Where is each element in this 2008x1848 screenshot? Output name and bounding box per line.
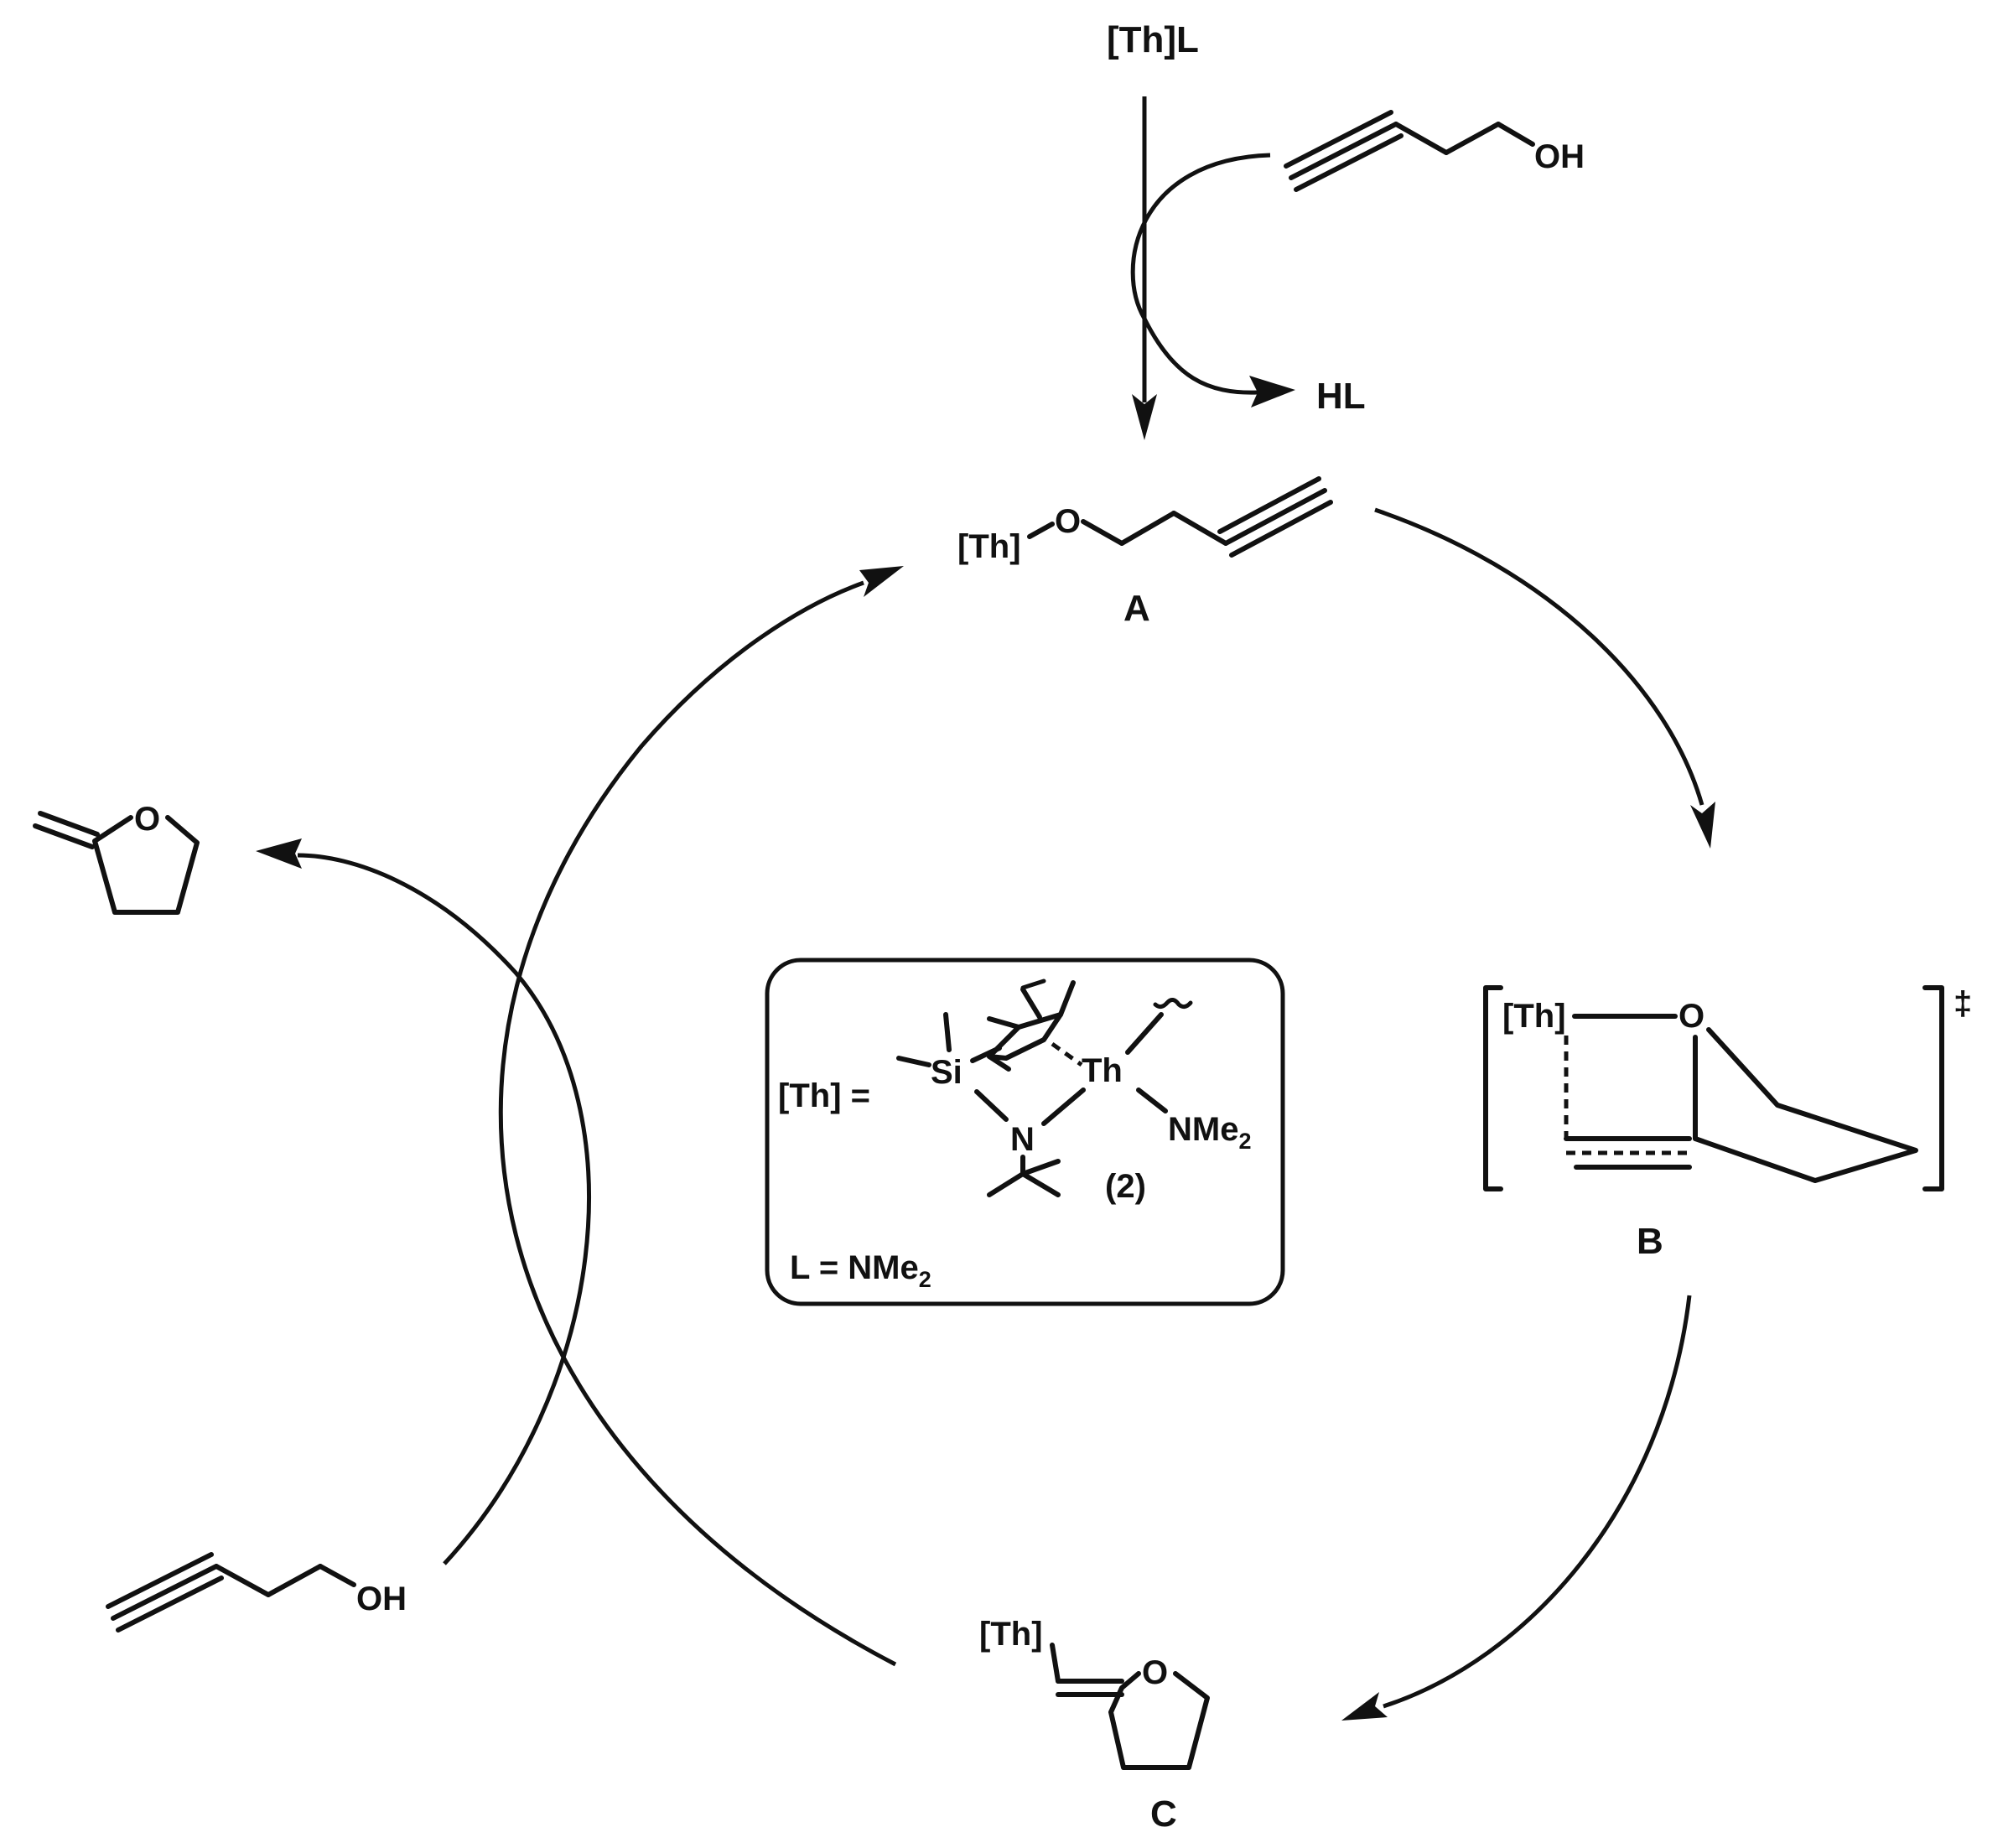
ts-thorium: [Th] xyxy=(1502,998,1566,1035)
intermediate-a: [Th] O A xyxy=(957,476,1333,629)
substrate-arrowhead xyxy=(1249,376,1295,407)
substrate-hydroxyl: OH xyxy=(1534,138,1585,175)
catalyst-definition-box: [Th] = Si Th NMe2 N (2) L = NMe2 xyxy=(765,958,1285,1306)
catalyst-entry: [Th]L HL xyxy=(1107,19,1366,440)
product-methylene-thf: O xyxy=(33,801,200,915)
catalyst-silicon: Si xyxy=(931,1054,962,1091)
catalyst-nme2: NMe2 xyxy=(1168,1111,1251,1154)
substrate-pentynol-top: OH xyxy=(1284,110,1585,192)
catalyst-compound-number: (2) xyxy=(1105,1168,1146,1205)
intermediate-c-id: C xyxy=(1150,1793,1177,1835)
intermediate-c: [Th] O C xyxy=(979,1616,1210,1835)
ts-left-bracket xyxy=(1483,985,1503,1191)
arrow-a-to-b xyxy=(1374,507,1715,849)
wavy-bond xyxy=(1153,998,1193,1010)
intermediate-c-oxygen: O xyxy=(1142,1654,1168,1691)
intermediate-a-thorium: [Th] xyxy=(957,528,1021,565)
catalyst-box-frame xyxy=(765,958,1285,1306)
arrow-b-to-c xyxy=(1341,1295,1692,1721)
transition-state-b-id: B xyxy=(1637,1221,1663,1262)
incoming-hydroxyl: OH xyxy=(356,1581,407,1617)
catalyst-nitrogen: N xyxy=(1010,1121,1035,1158)
ts-double-dagger: ‡ xyxy=(1954,985,1972,1022)
cp-ring xyxy=(987,1012,1063,1061)
incoming-substrate-pentynol: OH xyxy=(106,1552,407,1633)
ts-oxygen: O xyxy=(1679,998,1704,1035)
arrow-c-to-a xyxy=(498,566,904,1667)
ts-right-bracket xyxy=(1922,985,1944,1191)
byproduct-label: HL xyxy=(1316,376,1366,417)
intermediate-c-thorium: [Th] xyxy=(979,1616,1043,1653)
product-oxygen: O xyxy=(134,801,160,838)
intermediate-a-oxygen: O xyxy=(1055,503,1081,540)
transition-state-b: ‡ [Th] O B xyxy=(1483,985,1972,1262)
substrate-curved-arrow xyxy=(1130,153,1271,395)
intermediate-a-id: A xyxy=(1123,588,1150,629)
catalyst-th-equals: [Th] = xyxy=(778,1077,870,1114)
catalyst-l-definition: L = NMe2 xyxy=(790,1249,931,1292)
arrow-to-product xyxy=(256,838,591,1565)
reagent-label: [Th]L xyxy=(1107,19,1199,60)
catalyst-thorium: Th xyxy=(1082,1052,1123,1089)
entry-arrowhead xyxy=(1132,394,1157,440)
